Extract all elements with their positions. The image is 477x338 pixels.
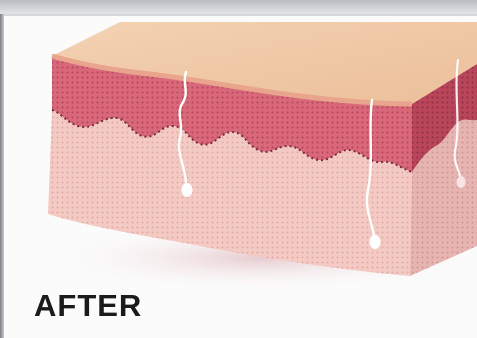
hair-bulb-middle bbox=[370, 235, 381, 249]
hair-bulb-left bbox=[182, 183, 193, 197]
hair-bulb-right bbox=[457, 176, 466, 188]
after-caption: AFTER bbox=[34, 290, 142, 321]
